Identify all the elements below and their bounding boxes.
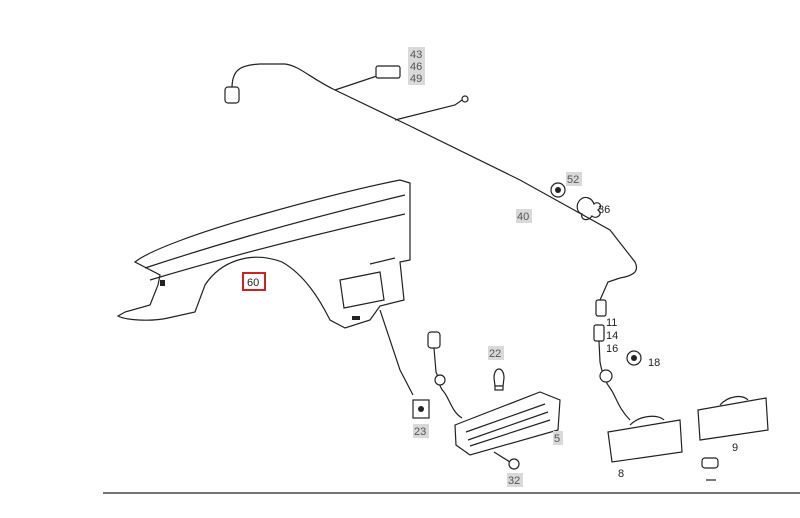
screw-32 bbox=[493, 451, 520, 470]
leader-fender-23 bbox=[379, 309, 414, 396]
callout-60-highlight bbox=[242, 272, 266, 291]
callout-52: 52 bbox=[567, 174, 579, 186]
callout-23: 23 bbox=[414, 426, 426, 438]
callout-49: 49 bbox=[410, 73, 422, 85]
connector-block bbox=[375, 65, 401, 79]
callout-16: 16 bbox=[606, 343, 618, 355]
callout-14: 14 bbox=[606, 330, 618, 342]
clip-36 bbox=[576, 196, 602, 221]
lamp-8 bbox=[607, 419, 683, 463]
callout-46: 46 bbox=[410, 61, 422, 73]
side-marker-lamp-5 bbox=[427, 331, 561, 456]
harness-branch-ground bbox=[394, 99, 463, 121]
lamp-socket-wire bbox=[593, 299, 631, 421]
callout-8: 8 bbox=[618, 468, 624, 480]
small-bulb bbox=[701, 457, 719, 469]
wiring-harness bbox=[231, 63, 638, 301]
callout-11: 11 bbox=[606, 317, 617, 329]
ground-eyelet bbox=[461, 95, 469, 103]
callout-43: 43 bbox=[410, 49, 422, 61]
harness-branch-connector bbox=[334, 74, 381, 91]
callout-22: 22 bbox=[489, 348, 501, 360]
callout-36: 36 bbox=[598, 204, 610, 216]
callout-60: 60 bbox=[247, 277, 259, 289]
front-fender bbox=[116, 179, 411, 329]
lamp-9 bbox=[697, 397, 769, 441]
callout-18: 18 bbox=[648, 357, 660, 369]
harness-end-cap bbox=[224, 86, 240, 104]
bulb-22 bbox=[493, 368, 505, 391]
callout-40: 40 bbox=[517, 211, 529, 223]
callout-9: 9 bbox=[732, 442, 738, 454]
callout-32: 32 bbox=[508, 475, 520, 487]
callout-5: 5 bbox=[554, 433, 560, 445]
